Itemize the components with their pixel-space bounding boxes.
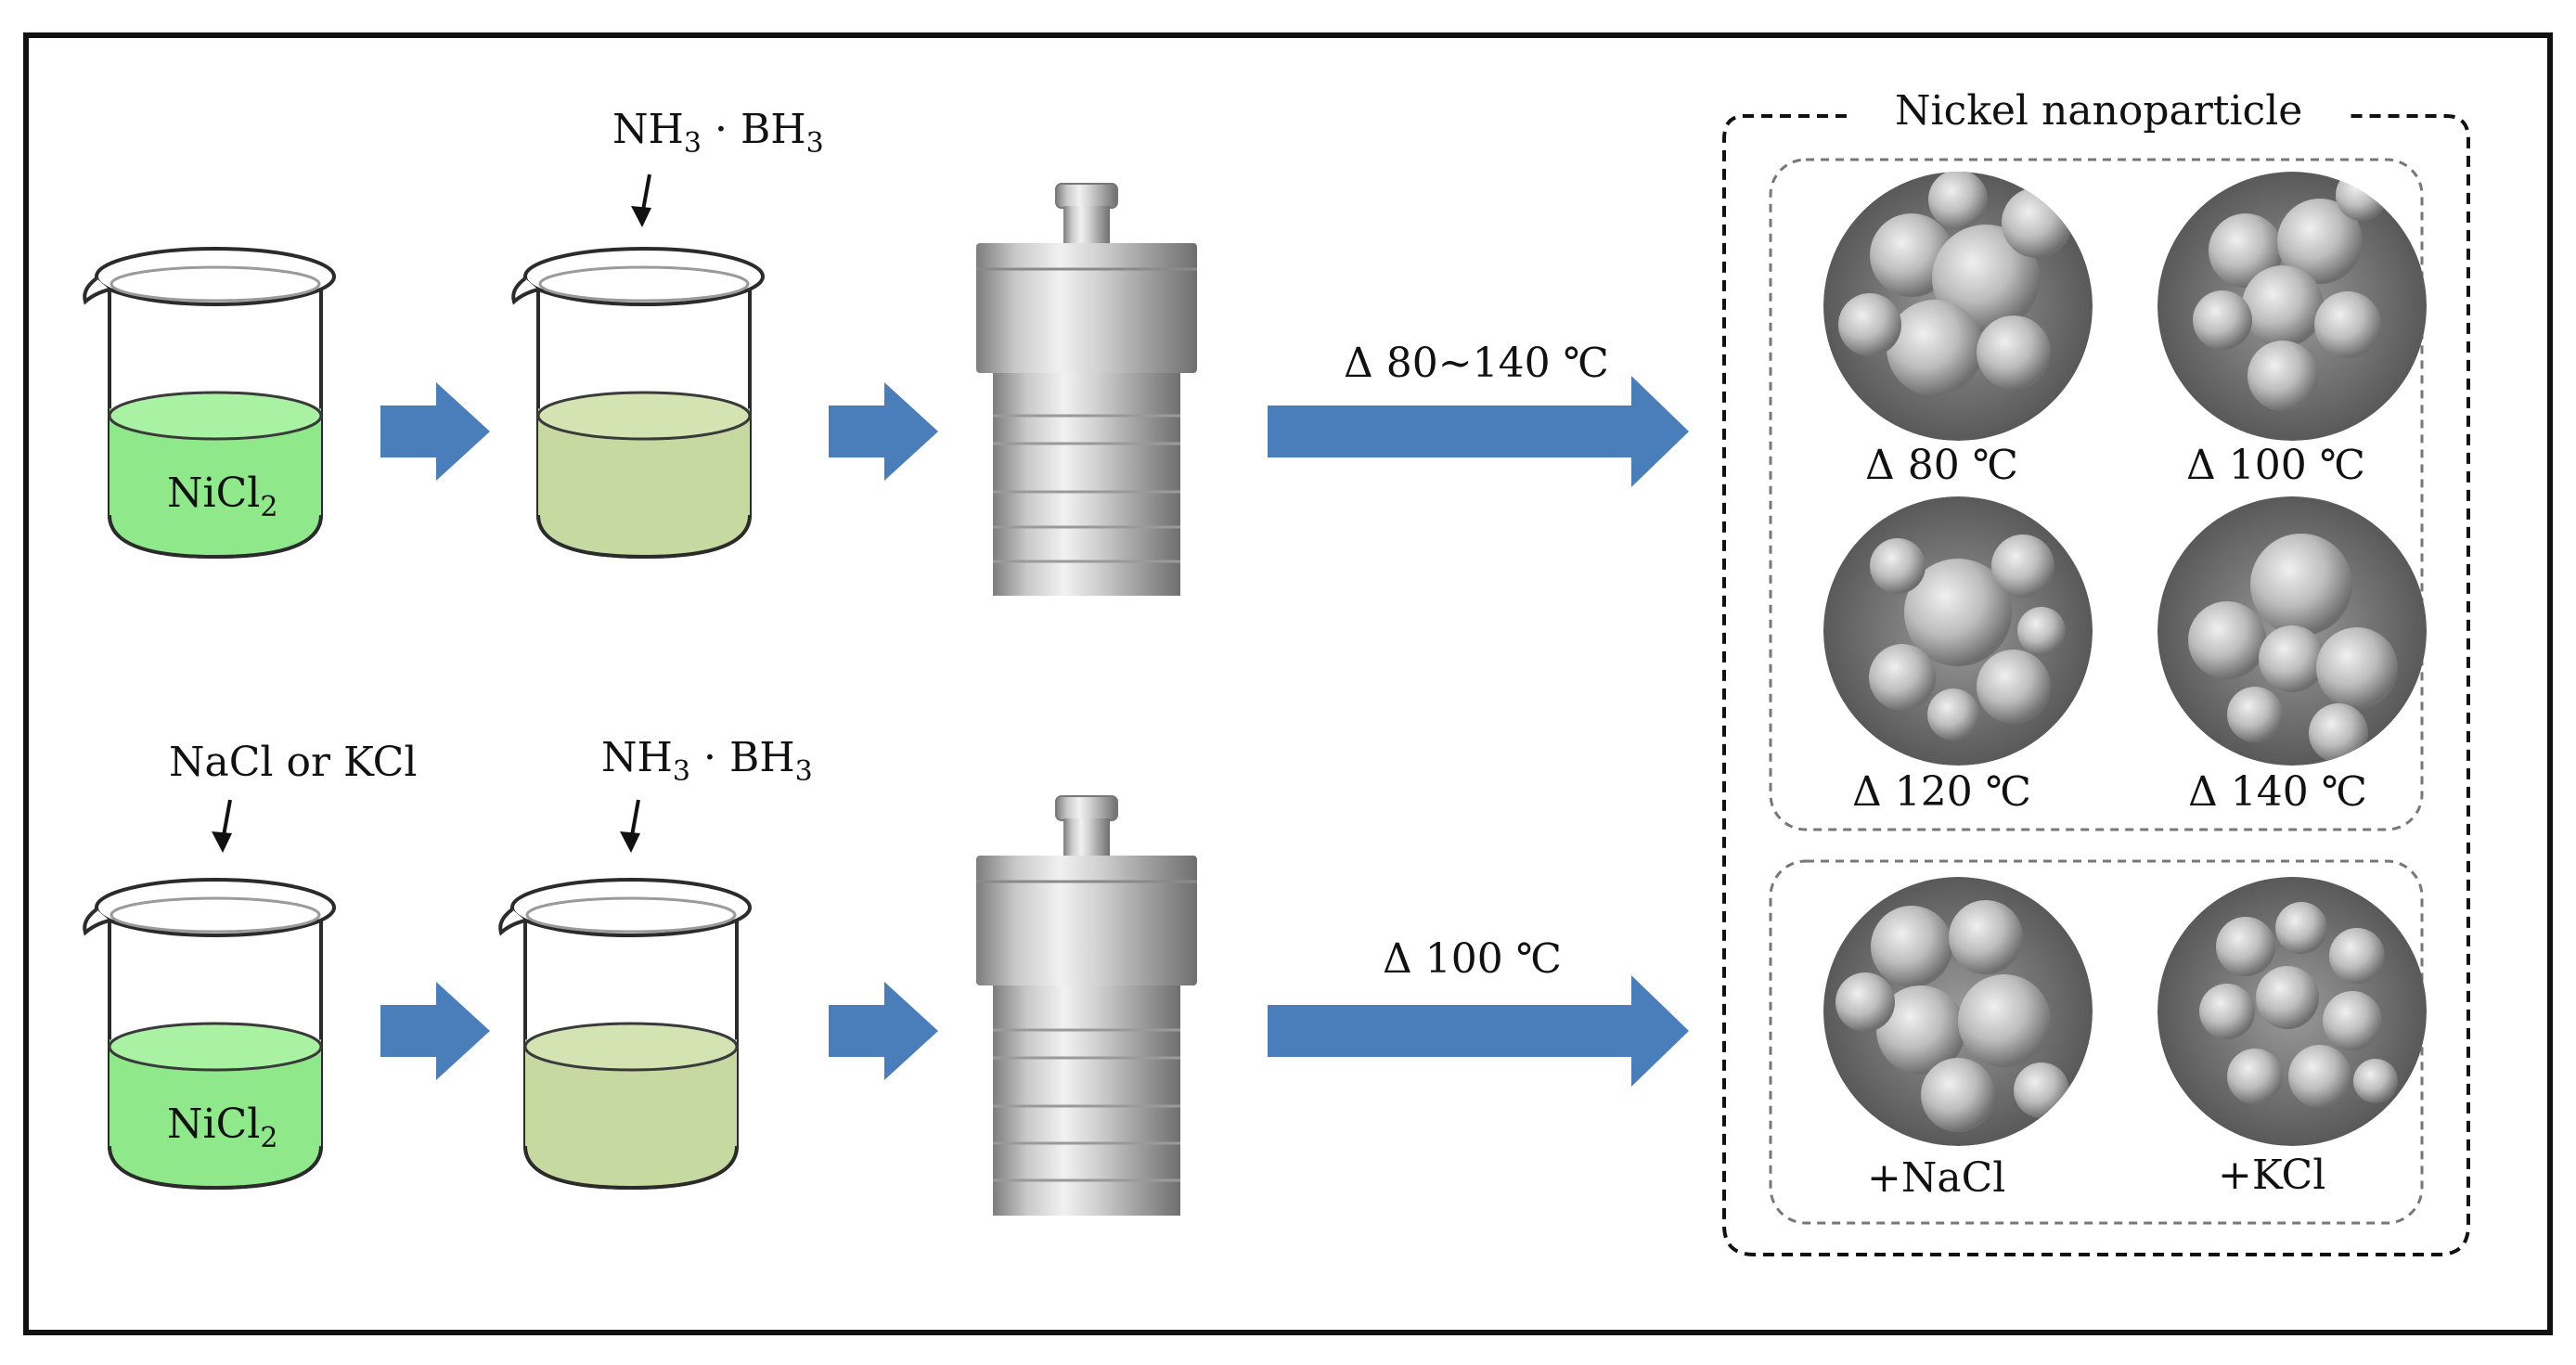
result-panel-title: Nickel nanoparticle [1884,91,2314,132]
top-beaker-nicl2-label: NiCl2 [167,470,278,523]
bottom-long-arrow [1268,975,1689,1087]
bottom-reagent-label: NH3 · BH3 [601,734,813,788]
sample-label-100: Δ 100 ℃ [2186,442,2365,489]
salt-group-box [1769,859,2424,1225]
sem-image-nacl [1823,877,2093,1146]
bottom-arrow-2 [829,982,938,1080]
top-arrow-1 [380,382,490,481]
bottom-beaker-nicl2 [83,878,336,1191]
bottom-beaker-mixture [498,878,752,1191]
sample-label-kcl: +KCl [2218,1152,2326,1199]
sample-label-nacl: +NaCl [1867,1154,2006,1202]
sample-label-140: Δ 140 ℃ [2188,768,2367,816]
bottom-beaker-nicl2-label: NiCl2 [167,1101,278,1154]
top-condition-label: Δ 80~140 ℃ [1344,340,1609,387]
top-autoclave [976,183,1197,596]
sem-image-kcl [2157,877,2427,1146]
sem-image-100 [2157,172,2427,441]
bottom-condition-label: Δ 100 ℃ [1383,935,1562,983]
sample-label-80: Δ 80 ℃ [1865,442,2018,489]
top-arrow-2 [829,382,938,481]
top-beaker-mixture [511,247,765,560]
sample-label-120: Δ 120 ℃ [1852,768,2031,816]
top-reagent-label: NH3 · BH3 [612,106,824,160]
bottom-reagent-down-arrow [620,799,640,853]
bottom-salt-down-arrow [212,799,232,853]
sem-image-140 [2157,496,2427,766]
outer-dashed-panel [1722,114,2470,1256]
sem-image-80 [1823,172,2093,441]
bottom-salt-label: NaCl or KCl [169,739,418,786]
top-beaker-nicl2 [83,247,336,560]
temperature-group-box [1769,158,2424,831]
bottom-arrow-1 [380,982,490,1080]
sem-image-120 [1823,496,2093,766]
top-long-arrow [1268,376,1689,487]
bottom-autoclave [976,795,1197,1216]
outer-frame [23,32,2553,1335]
top-reagent-down-arrow [631,174,651,227]
